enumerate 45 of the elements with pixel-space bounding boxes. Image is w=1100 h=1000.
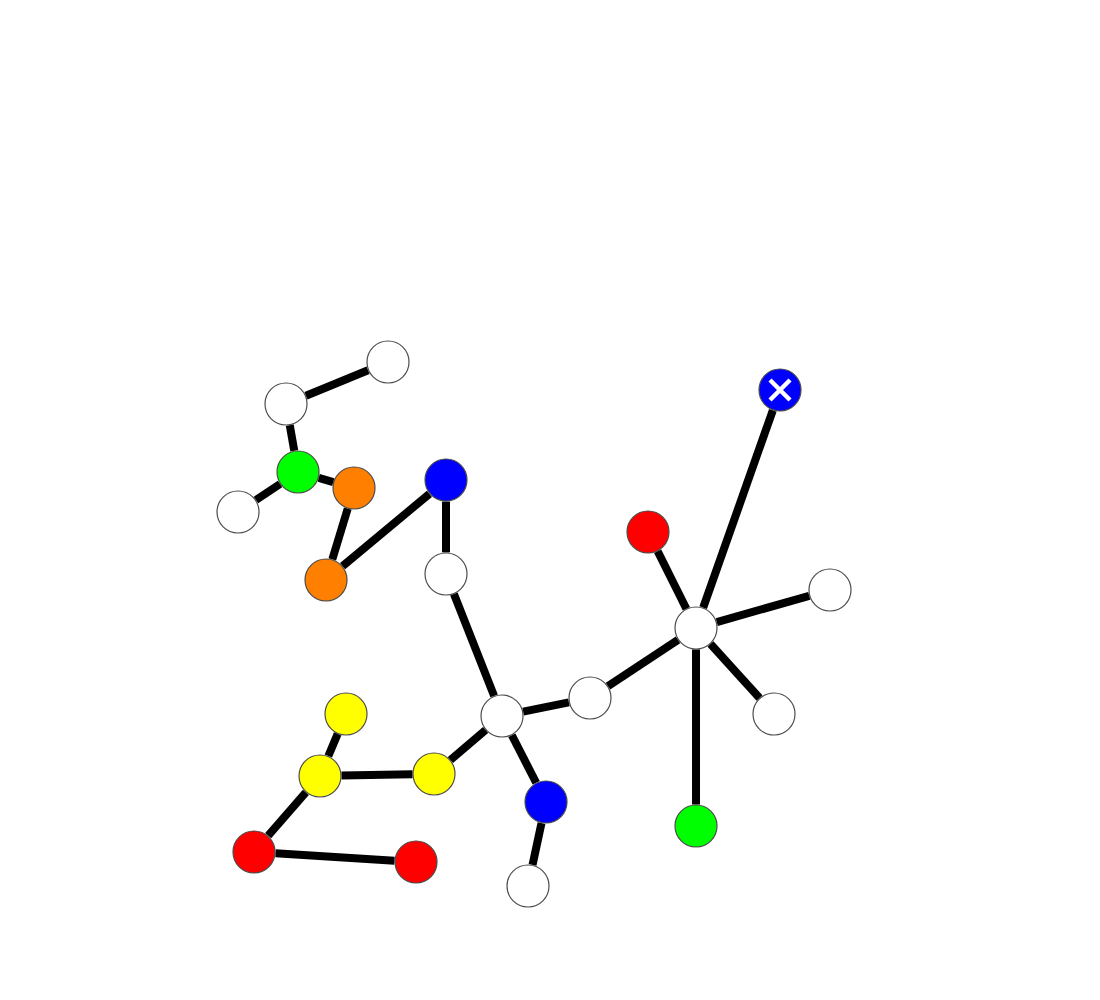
node-circle	[304, 558, 348, 602]
node-circle	[232, 830, 276, 874]
node-circle	[216, 490, 260, 534]
node-circle	[366, 340, 410, 384]
node-circle	[674, 606, 718, 650]
edge-line	[304, 366, 370, 400]
edge-line	[699, 409, 777, 609]
edge-line	[528, 822, 546, 866]
node-circle	[424, 458, 468, 502]
node-circle	[276, 450, 320, 494]
node-circle	[752, 692, 796, 736]
edge-line	[265, 789, 309, 839]
node-circle	[568, 676, 612, 720]
node-circle	[674, 804, 718, 848]
node-circle	[412, 752, 456, 796]
edge-line	[450, 592, 498, 698]
node-circle	[324, 692, 368, 736]
edge-line	[317, 474, 335, 486]
edge-line	[715, 592, 811, 626]
node-circle	[424, 552, 468, 596]
edge-line	[328, 507, 352, 561]
edge-line	[508, 733, 540, 785]
edge-line	[324, 732, 342, 758]
edge-line	[522, 698, 570, 716]
node-circle	[264, 382, 308, 426]
node-circle	[394, 840, 438, 884]
node-circle	[332, 466, 376, 510]
edge-line	[340, 490, 432, 570]
node-circle	[808, 568, 852, 612]
edge-line	[341, 770, 413, 780]
edge-line	[447, 726, 489, 763]
crossed-node-circle	[758, 368, 802, 412]
edge-line	[692, 649, 700, 805]
edge-line	[442, 501, 450, 553]
node-circle	[480, 694, 524, 738]
edge-line	[275, 849, 395, 865]
node-circle	[524, 780, 568, 824]
node-circle	[626, 510, 670, 554]
edge-line	[707, 641, 763, 701]
edge-line	[654, 549, 690, 611]
edge-line	[285, 424, 299, 452]
edge-line	[605, 636, 681, 690]
edge-line	[253, 480, 283, 504]
node-circle	[506, 864, 550, 908]
node-circle	[298, 754, 342, 798]
